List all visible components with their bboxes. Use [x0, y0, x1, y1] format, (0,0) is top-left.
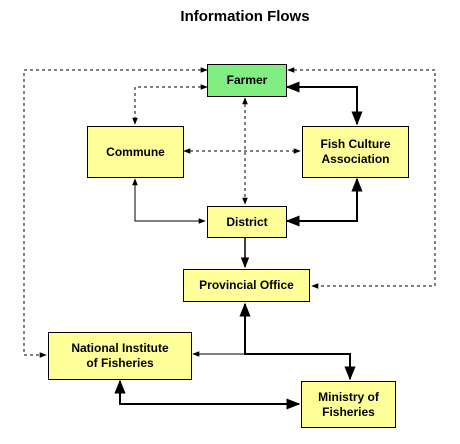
edge-commune-district: [132, 178, 206, 224]
edge-farmer-provincial: [287, 67, 436, 289]
node-farmer: Farmer: [207, 64, 287, 97]
diagram-title: Information Flows: [180, 8, 310, 25]
edge-provincial-ministry: [239, 302, 356, 381]
node-provincial-office: Provincial Office: [183, 269, 310, 302]
node-national-institute: National Institute of Fisheries: [48, 332, 192, 380]
node-district: District: [207, 206, 287, 238]
edge-farmer-national: [23, 67, 208, 358]
edge-farmer-fca: [285, 81, 363, 126]
edge-farmer-commune: [132, 84, 208, 125]
node-ministry: Ministry of Fisheries: [301, 381, 396, 428]
node-commune: Commune: [87, 126, 184, 178]
node-fish-culture-association: Fish Culture Association: [302, 126, 409, 178]
edge-fca-district: [285, 177, 363, 227]
edge-national-ministry: [114, 379, 301, 410]
